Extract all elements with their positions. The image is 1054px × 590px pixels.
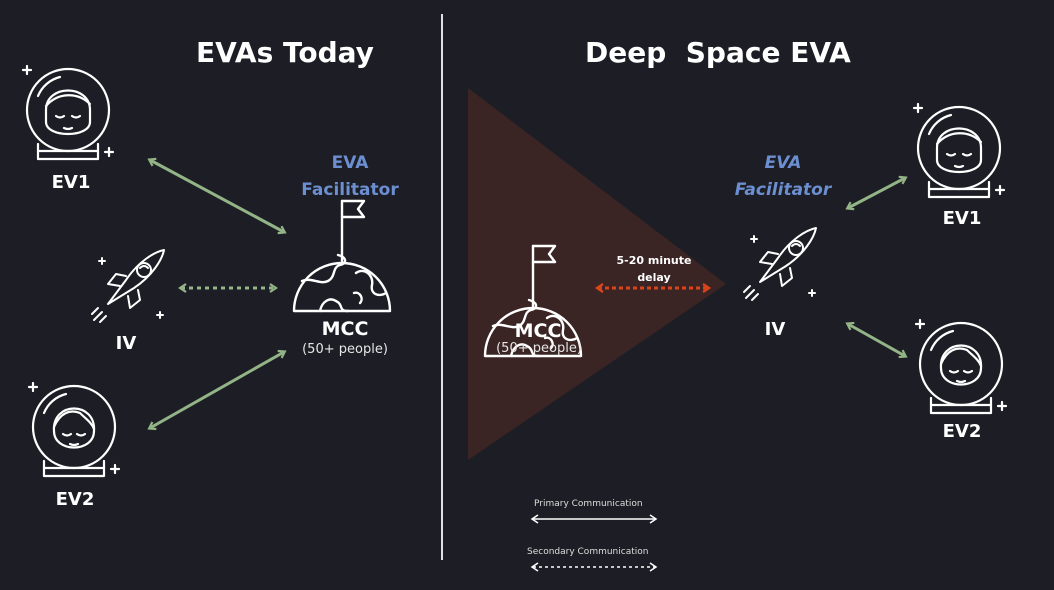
left-facilitator-line1: EVA: [331, 153, 369, 173]
ev1-astronaut-icon-right: [912, 102, 1006, 199]
legend-primary-label: Primary Communication: [534, 499, 643, 509]
mcc-globe-flag-icon: [292, 199, 392, 313]
ev2-mcc-arrow: [147, 349, 287, 431]
right-ev1-label: EV1: [942, 208, 982, 229]
left-mcc-label: MCC: [321, 318, 369, 340]
ev2-astronaut-icon: [27, 381, 121, 478]
left-facilitator-line2: Facilitator: [301, 180, 399, 200]
iv-ev2-arrow: [845, 321, 908, 359]
left-ev1-label: EV1: [51, 172, 91, 193]
left-ev2-label: EV2: [55, 489, 95, 510]
right-ev2-label: EV2: [942, 421, 982, 442]
delay-label: 5-20 minute delay: [604, 252, 704, 286]
iv-rocket-icon-right: [743, 227, 817, 301]
left-title: EVAs Today: [196, 36, 374, 69]
ev2-astronaut-icon-right: [914, 318, 1008, 415]
right-facilitator-line2: Facilitator: [734, 180, 832, 200]
right-iv-label: IV: [764, 319, 786, 340]
right-facilitator-label: EVA Facilitator: [723, 150, 843, 204]
delay-cone: [468, 88, 726, 460]
delay-line2: delay: [637, 271, 671, 284]
iv-ev1-arrow: [845, 175, 908, 211]
delay-line1: 5-20 minute: [616, 254, 692, 267]
left-facilitator-label: EVA Facilitator: [290, 150, 410, 204]
right-title: Deep Space EVA: [585, 36, 851, 69]
left-iv-label: IV: [115, 333, 137, 354]
right-mcc-sublabel: (50+ people): [496, 341, 582, 356]
left-mcc-sublabel: (50+ people): [302, 342, 388, 357]
ev1-astronaut-icon: [21, 64, 115, 161]
right-mcc-label: MCC: [514, 320, 562, 342]
right-facilitator-line1: EVA: [764, 153, 802, 173]
ev1-mcc-arrow: [147, 157, 287, 235]
iv-rocket-icon: [91, 249, 165, 323]
legend-secondary-label: Secondary Communication: [527, 547, 649, 557]
